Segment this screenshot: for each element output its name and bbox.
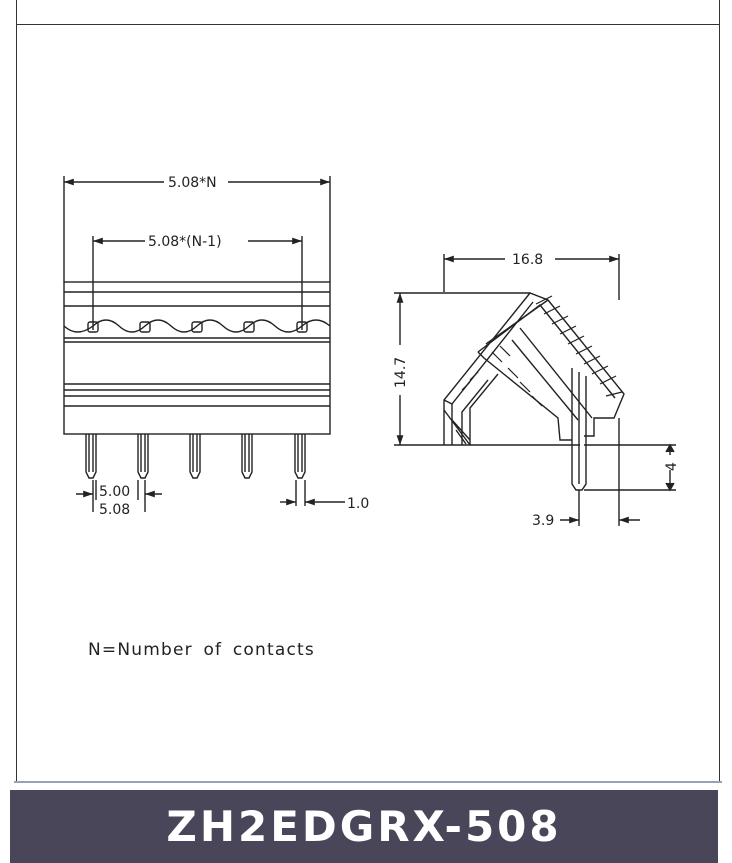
dim-pin-gap-label: 5.00 xyxy=(99,484,130,500)
front-view xyxy=(63,176,345,512)
frame-bottom-line xyxy=(14,781,722,783)
frame-top-line xyxy=(16,24,720,25)
side-view xyxy=(394,254,676,526)
dim-pin-length-label: 4 xyxy=(664,462,680,471)
screw-caps xyxy=(87,321,308,333)
contacts-note: N=Number of contacts xyxy=(88,640,315,660)
side-housing-outer xyxy=(443,292,625,445)
front-wave xyxy=(63,319,331,333)
dim-width-label: 16.8 xyxy=(512,252,543,268)
dim-pitch-span-label: 5.08*(N-1) xyxy=(148,234,222,250)
dim-pitch-label: 5.08 xyxy=(99,502,130,518)
model-title: ZH2EDGRX-508 xyxy=(166,802,562,851)
dim-height-label: 14.7 xyxy=(393,357,409,388)
dim-pin-offset-label: 3.9 xyxy=(532,513,554,529)
side-hatching xyxy=(461,295,623,407)
front-body xyxy=(63,281,331,435)
model-banner: ZH2EDGRX-508 xyxy=(10,790,718,863)
dim-total-label: 5.08*N xyxy=(168,175,217,191)
front-pins xyxy=(85,434,306,479)
technical-drawing: 5.08*N 5.08*(N-1) 5.00 5.08 1.0 xyxy=(63,175,680,529)
dim-pin-width-label: 1.0 xyxy=(347,496,369,512)
drawing-frame xyxy=(16,0,720,783)
